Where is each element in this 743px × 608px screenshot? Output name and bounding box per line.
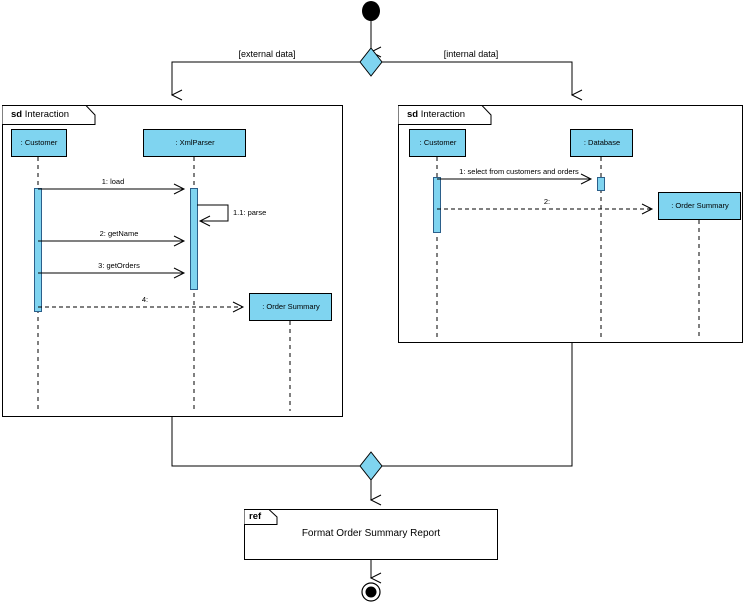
initial-node: [362, 1, 380, 21]
guard-label-external-data: [external data]: [238, 49, 296, 59]
lifeline-label-right-ordersummary: : Order Summary: [671, 201, 729, 210]
sd-fragment-left: [2, 105, 343, 417]
edge-decision-to-right-fragment: [382, 61, 583, 101]
lifeline-label-left-xmlparser: : XmlParser: [175, 138, 215, 147]
message-label-1-select: 1: select from customers and orders: [459, 167, 579, 176]
lifeline-box-right-database: [570, 129, 633, 157]
message-label-1-load: 1: load: [101, 177, 125, 186]
sd-keyword-right: sd: [407, 109, 419, 120]
lifeline-label-right-database: : Database: [583, 138, 621, 147]
merge-diamond: [359, 451, 383, 481]
ref-keyword-label: ref: [249, 512, 261, 522]
message-arrow-11-parse-self: [197, 204, 229, 227]
activation-bar-left-customer: [34, 188, 42, 312]
message-label-11-parse: 1.1: parse: [233, 208, 267, 217]
ref-frame-title: Format Order Summary Report: [301, 528, 441, 539]
sd-keyword-left: sd: [11, 109, 23, 120]
lifeline-box-right-customer: [409, 129, 466, 157]
lifeline-box-left-customer: [11, 129, 67, 157]
sd-fragment-left-header: sd Interaction: [11, 110, 69, 120]
message-label-2-getname: 2: getName: [99, 229, 139, 238]
sd-name-right: Interaction: [420, 109, 466, 120]
guard-label-internal-data: [internal data]: [443, 49, 499, 59]
lifeline-box-right-ordersummary: [658, 192, 741, 220]
edge-left-fragment-to-merge: [171, 417, 360, 467]
lifeline-label-right-customer: : Customer: [419, 138, 457, 147]
lifeline-label-left-ordersummary: : Order Summary: [262, 302, 320, 311]
lifeline-box-left-ordersummary: [249, 293, 332, 321]
edge-decision-to-left-fragment: [170, 61, 360, 101]
ref-keyword: ref: [249, 511, 262, 522]
message-label-3-getorders: 3: getOrders: [98, 261, 140, 270]
ref-frame: [244, 509, 498, 560]
decision-diamond: [359, 47, 383, 77]
lifeline-label-left-customer: : Customer: [20, 138, 58, 147]
lifeline-box-left-xmlparser: [143, 129, 246, 157]
message-label-4-return: 4:: [141, 295, 149, 304]
sd-name-left: Interaction: [24, 109, 70, 120]
activation-bar-right-database: [597, 177, 605, 191]
activation-bar-right-customer: [433, 177, 441, 233]
sd-fragment-right-header: sd Interaction: [407, 110, 465, 120]
message-label-2-return: 2:: [543, 197, 551, 206]
final-node: [361, 582, 381, 602]
edge-right-fragment-to-merge: [382, 343, 573, 467]
activation-bar-left-xmlparser: [190, 188, 198, 290]
